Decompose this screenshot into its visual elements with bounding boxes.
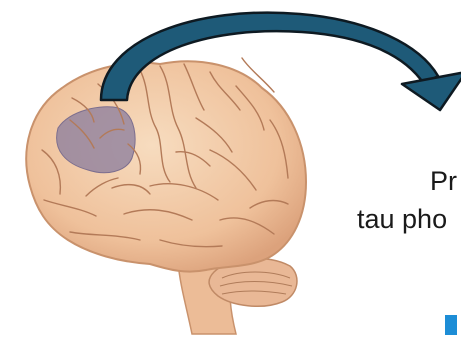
- bullet-square: [445, 315, 457, 335]
- cerebrum: [26, 61, 306, 271]
- caption-line-2: tau pho: [357, 206, 447, 233]
- caption-line-1: Pr: [430, 168, 457, 195]
